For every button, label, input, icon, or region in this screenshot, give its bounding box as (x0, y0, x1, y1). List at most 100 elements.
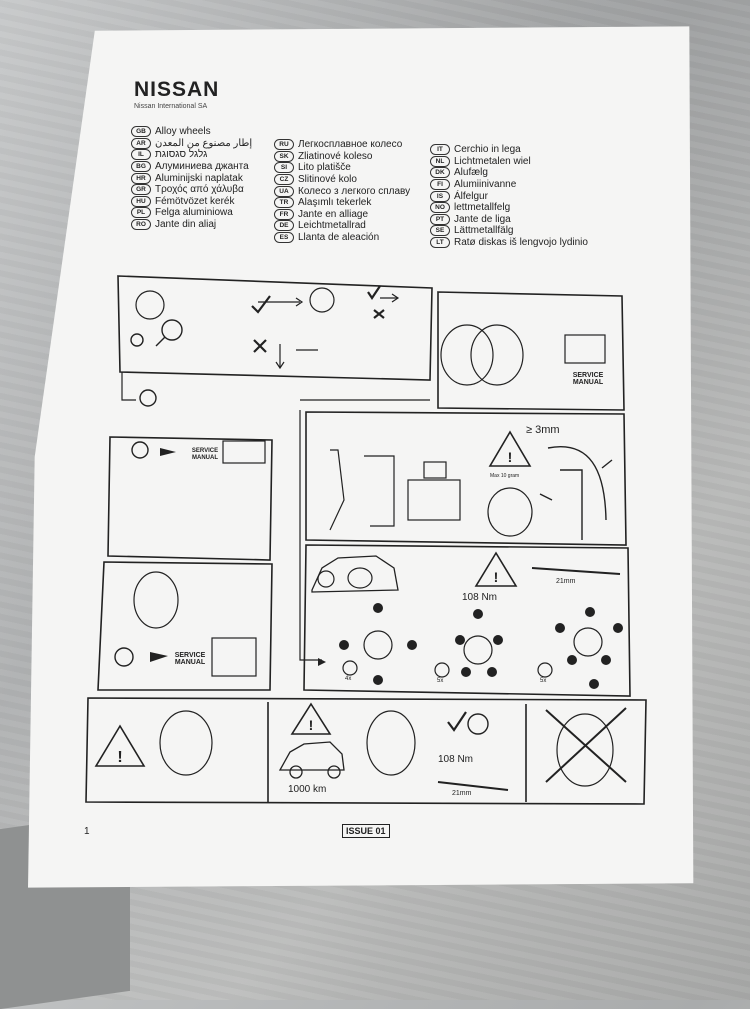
lang-row: ES Llanta de aleación (274, 232, 410, 244)
lang-code: SK (274, 150, 294, 162)
brand-subtitle: Nissan International SA (134, 103, 208, 110)
lang-name: Lättmetallfälg (454, 225, 514, 237)
lang-name: إطار مصنوع من المعدن (155, 137, 253, 149)
lang-name: Lito platišče (298, 162, 351, 174)
warning-mark: ! (309, 717, 314, 733)
tread-depth-label: ≥ 3mm (526, 424, 560, 436)
lang-code: ES (274, 232, 294, 244)
lang-code: GB (131, 126, 151, 138)
lang-name: Jante en alliage (298, 208, 369, 220)
lang-row: SK Zliatinové koleso (274, 150, 410, 163)
lang-name: Ratø diskas iš lengvojo lydinio (454, 237, 588, 249)
bolt-pattern-5x: 5x (437, 678, 444, 684)
issue-badge: ISSUE 01 (342, 824, 390, 838)
lang-code: IL (131, 149, 151, 161)
lang-name: Álfelgur (454, 190, 488, 202)
lang-name: Fémötvözet kerék (155, 195, 235, 207)
page-number: 1 (84, 826, 90, 837)
lang-code: PL (131, 207, 151, 219)
lang-name: Slitinové kolo (298, 174, 357, 186)
lang-name: Τροχός από χάλυβα (155, 184, 244, 196)
lang-name: Jante de liga (454, 213, 511, 225)
lang-name: Alloy wheels (155, 126, 211, 138)
frame-final-check (85, 697, 647, 805)
bolt-pattern-4x: 4x (345, 676, 352, 682)
lang-code: BG (131, 161, 151, 173)
lang-name: Llanta de aleación (298, 232, 380, 244)
torque-label-1: 108 Nm (462, 592, 498, 603)
torque-label-2: 108 Nm (438, 754, 474, 765)
lang-code: IT (430, 144, 450, 156)
frame-wheel-check (437, 291, 625, 411)
frame-service-manual (107, 436, 273, 561)
lang-code: SI (274, 162, 294, 174)
lang-name: Alumiinivanne (454, 179, 517, 191)
wrench-size-label-2: 21mm (452, 790, 472, 797)
lang-code: GR (131, 184, 151, 196)
lang-name: גלגל סגסוגת (155, 149, 208, 161)
frame-balancing (305, 411, 627, 546)
lang-code: LT (430, 237, 450, 249)
lang-code: HR (131, 172, 151, 184)
lang-code: IS (430, 190, 450, 202)
lang-row: PT Jante de liga (430, 213, 588, 226)
lang-row: BG Алуминиева джанта (131, 161, 252, 173)
warning-mark: ! (508, 449, 513, 465)
lang-code: FR (274, 208, 294, 220)
language-column-2: RU Легкосплавное колесо SK Zliatinové kole… (274, 139, 410, 244)
warning-mark: ! (117, 749, 122, 766)
lang-row: PL Felga aluminiowa (131, 207, 252, 219)
lang-name: lettmetallfelg (454, 202, 511, 214)
lang-name: Алуминиева джанта (155, 161, 249, 173)
lang-row: RU Легкосплавное колесо (274, 139, 410, 151)
lang-row: IL גלגל סגסוגת (131, 149, 252, 161)
brand-logo: NISSAN (134, 78, 220, 101)
warning-mark: ! (494, 569, 499, 585)
lang-name: Aluminijski naplatak (155, 172, 243, 184)
frame-pressure (97, 561, 273, 691)
lang-row: GB Alloy wheels (131, 126, 252, 138)
frame-tightening (303, 544, 631, 697)
lang-name: Alufælg (454, 167, 488, 179)
lang-row: IS Álfelgur (430, 190, 588, 202)
lang-code: RU (274, 139, 294, 151)
lang-name: Felga aluminiowa (155, 207, 233, 219)
lang-row: RO Jante din aliaj (131, 219, 252, 231)
lang-code: RO (131, 219, 151, 231)
lang-row: FR Jante en alliage (274, 208, 410, 221)
lang-row: FI Alumiinivanne (430, 179, 588, 191)
lang-code: DK (430, 167, 450, 179)
lang-row: CZ Slitinové kolo (274, 174, 410, 186)
lang-name: Zliatinové koleso (298, 150, 373, 162)
lang-code: UA (274, 185, 294, 197)
lang-code: DE (274, 220, 294, 232)
service-manual-label: SERVICE MANUAL (174, 652, 206, 666)
lang-code: PT (430, 213, 450, 225)
lang-code: FI (430, 179, 450, 191)
lang-row: DE Leichtmetallrad (274, 220, 410, 232)
lang-row: HR Aluminijski naplatak (131, 172, 252, 184)
max-weight-label: Max 10 gram (490, 473, 520, 479)
bolt-pattern-5x: 5x (540, 678, 547, 684)
lang-row: DK Alufælg (430, 167, 588, 179)
lang-name: Alaşımlı tekerlek (298, 197, 372, 209)
lang-name: Jante din aliaj (155, 219, 217, 231)
lang-row: GR Τροχός από χάλυβα (131, 184, 252, 196)
lang-name: Легкосплавное колесо (298, 139, 403, 151)
lang-name: Leichtmetallrad (298, 220, 366, 232)
lang-row: SI Lito platišče (274, 162, 410, 174)
frame-inspection (117, 275, 433, 381)
lang-code: CZ (274, 174, 294, 186)
distance-label: 1000 km (288, 784, 327, 795)
lang-row: LT Ratø diskas iš lengvojo lydinio (430, 237, 588, 249)
